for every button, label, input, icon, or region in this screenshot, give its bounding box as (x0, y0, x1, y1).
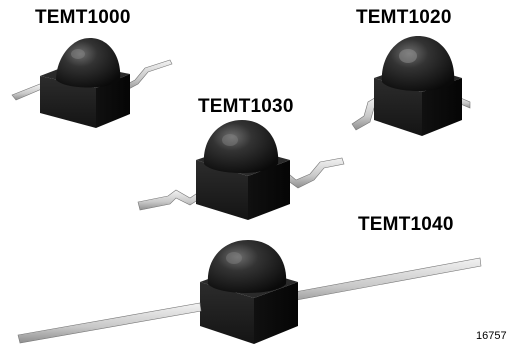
temt1020-component (351, 36, 471, 136)
temt1040-lens (207, 240, 287, 293)
temt1030-left-lead (137, 189, 205, 211)
temt1040-lead-short (17, 302, 202, 344)
temt1030-lens (203, 120, 279, 173)
temt1020-lens (381, 36, 455, 91)
label-temt1000: TEMT1000 (35, 7, 131, 28)
figure-number: 16757 (476, 330, 507, 342)
temt1030-right-lead (283, 157, 345, 189)
temt1040-component (17, 240, 482, 344)
label-temt1020: TEMT1020 (356, 7, 452, 28)
label-temt1040: TEMT1040 (358, 214, 454, 235)
temt1000-lens (56, 38, 121, 88)
temt1030-component (137, 120, 345, 220)
label-temt1030: TEMT1030 (198, 96, 294, 117)
temt1000-component (11, 38, 173, 128)
